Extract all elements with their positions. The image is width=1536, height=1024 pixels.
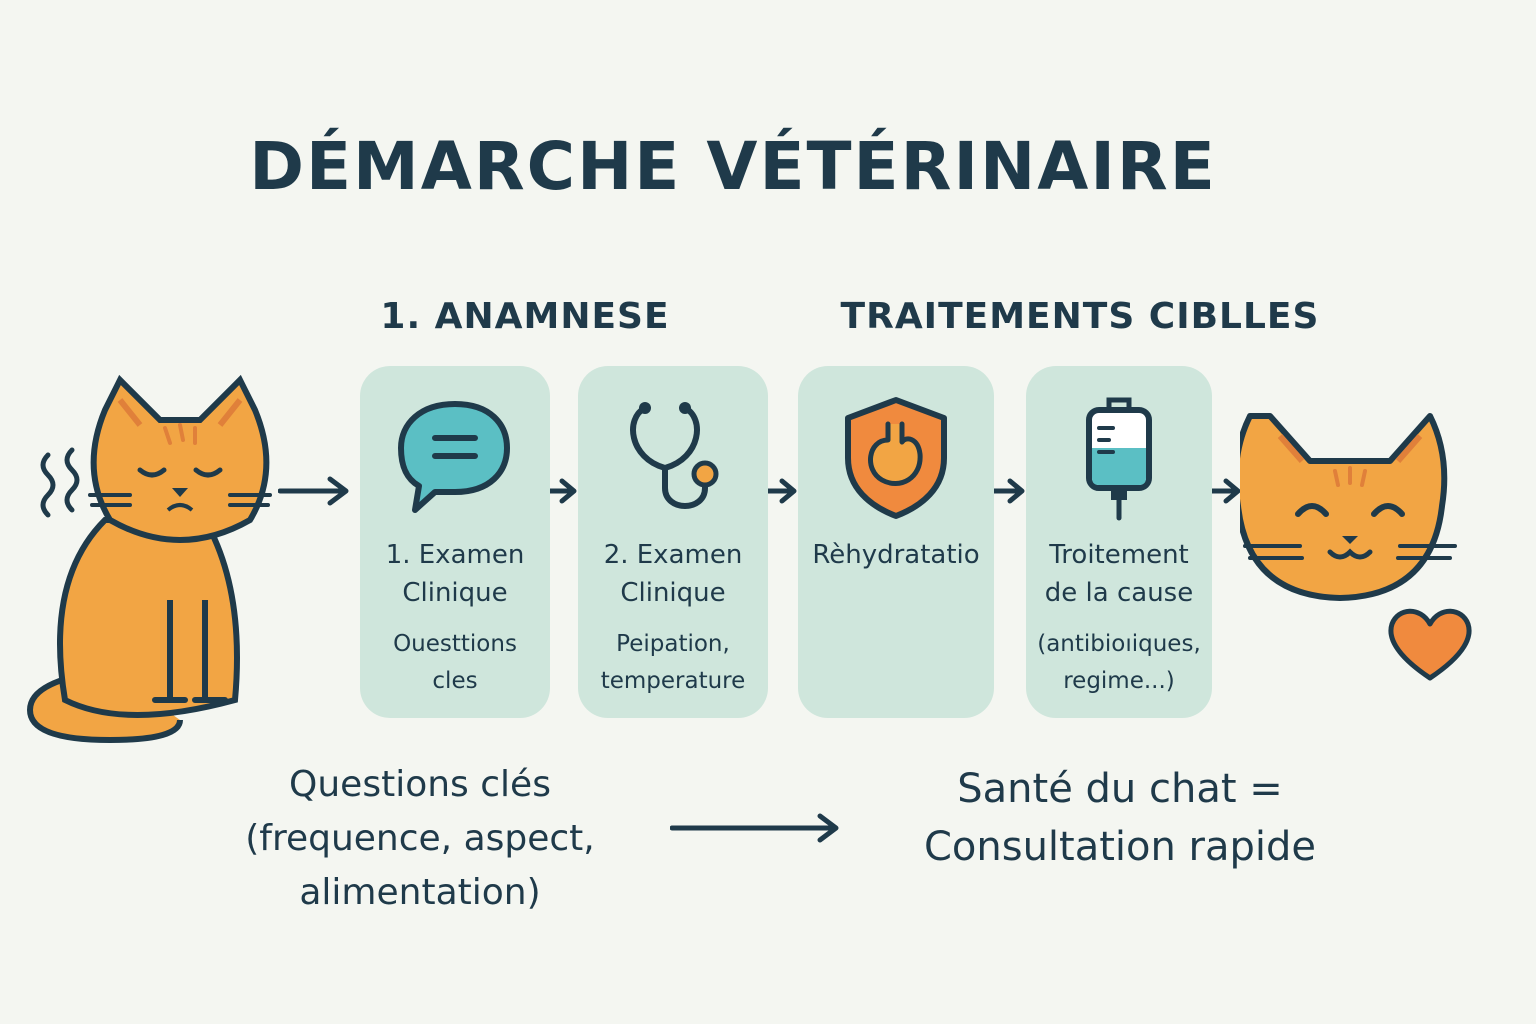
page-title: DÉMARCHE VÉTÉRINAIRE — [249, 128, 1217, 205]
arrow-right-icon — [1206, 477, 1242, 505]
stethoscope-icon — [578, 394, 768, 524]
happy-cat-illustration — [1240, 396, 1460, 616]
speech-bubble-icon — [360, 394, 550, 514]
arrow-right-icon — [762, 477, 798, 505]
sick-cat-illustration — [20, 370, 280, 750]
card-description: (antibioıiques, regime...) — [1037, 631, 1201, 694]
conclusion-text: Santé du chat = Consultation rapide — [923, 766, 1317, 870]
step-card-traitement-cause: Troitement de la cause (antibioıiques, r… — [1026, 366, 1212, 718]
arrow-right-icon — [670, 812, 840, 844]
step-card-rehydratation: Rèhydratatio — [798, 366, 994, 718]
card-title: 2. Examen Clinique — [603, 540, 743, 608]
stomach-shield-icon — [798, 394, 994, 524]
arrow-right-icon — [278, 475, 350, 507]
card-title: Troitement de la cause — [1044, 540, 1194, 608]
iv-bag-icon — [1026, 394, 1212, 524]
card-description: Ouesttions cles — [393, 631, 517, 694]
card-title: Rèhydratatio — [812, 540, 980, 570]
card-description: Peipation, temperature — [600, 631, 746, 694]
card-title: 1. Examen Clinique — [385, 540, 525, 608]
section-anamnese: 1. ANAMNESE — [380, 296, 670, 337]
step-card-examen-2: 2. Examen Clinique Peipation, temperatur… — [578, 366, 768, 718]
heart-icon — [1384, 604, 1476, 684]
key-questions-text: Questions clés (frequence, aspect, alime… — [245, 764, 595, 913]
section-traitements: TRAITEMENTS CIBLLES — [840, 296, 1320, 337]
step-card-examen-1: 1. Examen Clinique Ouesttions cles — [360, 366, 550, 718]
arrow-right-icon — [990, 477, 1026, 505]
